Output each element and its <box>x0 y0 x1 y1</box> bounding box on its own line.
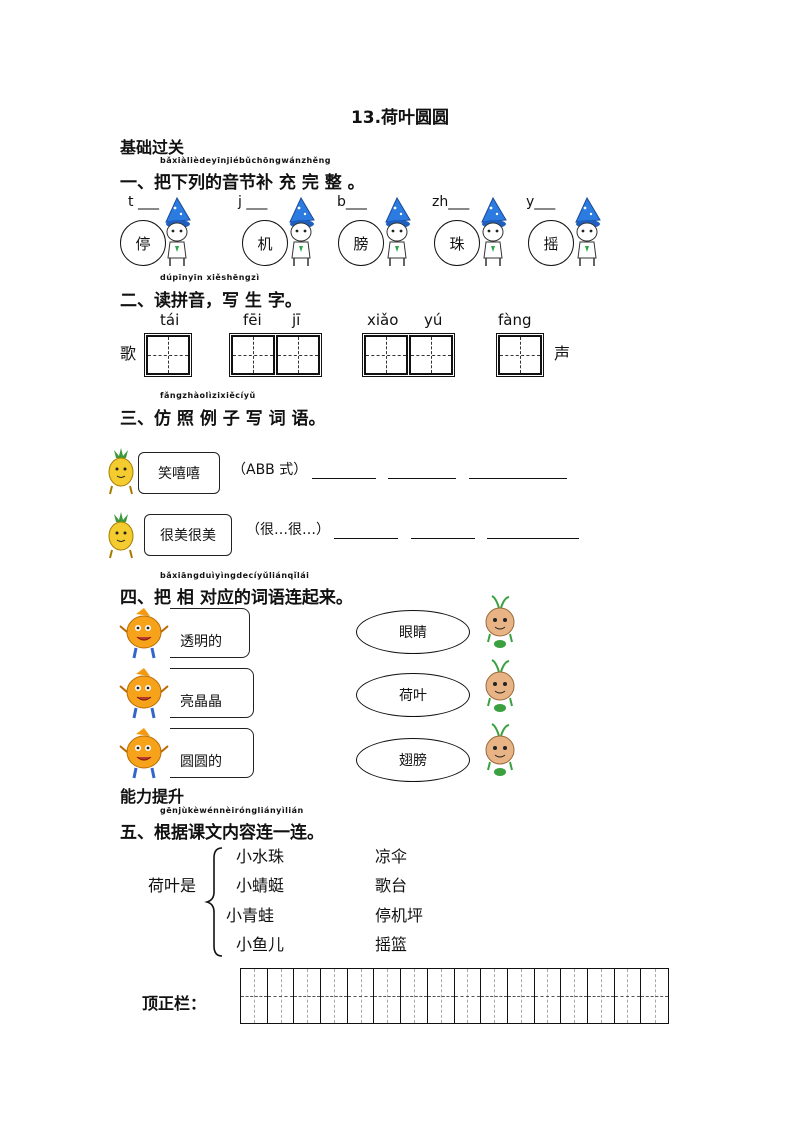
q1-blank: t ___ <box>128 194 159 210</box>
section-basic: 基础过关 <box>120 138 185 157</box>
match-right-ellipse[interactable]: 翅膀 <box>356 738 470 782</box>
q4-pinyin: bǎxiāngduìyìngdecíyǔliánqǐlái <box>160 571 310 580</box>
match-left-box[interactable]: 圆圆的 <box>170 728 254 778</box>
wizard-mascot-icon <box>284 196 318 268</box>
q2-pinyin-word: jī <box>292 311 301 329</box>
tian-grid[interactable] <box>229 333 322 377</box>
wizard-mascot-icon <box>160 196 194 268</box>
q5-right-item[interactable]: 歌台 <box>375 876 408 895</box>
q2-prefix: 歌 <box>120 344 137 363</box>
q3-answer-line: （ABB 式） <box>232 459 567 479</box>
q5-heading: 五、根据课文内容连一连。 <box>120 823 324 843</box>
brace-icon <box>204 847 223 957</box>
match-right-ellipse[interactable]: 荷叶 <box>356 673 470 717</box>
q5-right-item[interactable]: 凉伞 <box>375 847 408 866</box>
q1-items: t ___ 停 j ___ 机 b___ 膀 zh___ 珠 y___ 摇 <box>0 190 800 270</box>
match-left-box[interactable]: 亮晶晶 <box>170 668 254 718</box>
pineapple-mascot-icon <box>104 448 138 496</box>
onion-mascot-icon <box>482 722 518 778</box>
q5-left-item[interactable]: 小蜻蜓 <box>236 876 285 895</box>
pattern-label: （很…很…） <box>246 522 330 538</box>
q2-pinyin: dúpīnyīn xiěshēngzì <box>160 273 260 282</box>
q1-blank: y___ <box>526 194 556 210</box>
answer-blank[interactable] <box>311 464 376 479</box>
q1-char-circle: 摇 <box>528 220 574 266</box>
q1-char-circle: 珠 <box>434 220 480 266</box>
q5-right-item[interactable]: 摇篮 <box>375 935 408 954</box>
writing-grid[interactable] <box>240 968 669 1024</box>
answer-blank[interactable] <box>410 524 475 539</box>
answer-blank[interactable] <box>487 524 580 539</box>
answer-blank[interactable] <box>388 464 457 479</box>
q3-pinyin: fǎngzhàolìzixiěcíyǔ <box>160 391 256 400</box>
q5-lead: 荷叶是 <box>148 876 197 895</box>
q5-right-item[interactable]: 停机坪 <box>375 906 424 925</box>
q1-char-circle: 膀 <box>338 220 384 266</box>
answer-blank[interactable] <box>334 524 399 539</box>
onion-mascot-icon <box>482 594 518 650</box>
q2-heading: 二、读拼音，写 生 字。 <box>120 291 302 311</box>
wizard-mascot-icon <box>570 196 604 268</box>
q3-heading: 三、仿 照 例 子 写 词 语。 <box>120 409 326 429</box>
match-right-ellipse[interactable]: 眼睛 <box>356 610 470 654</box>
onion-mascot-icon <box>482 658 518 714</box>
tian-grid[interactable] <box>496 333 544 377</box>
q3-answer-line: （很…很…） <box>246 519 580 539</box>
wizard-mascot-icon <box>380 196 414 268</box>
q5-pinyin: gēnjùkèwénnèiróngliányìlián <box>160 806 304 815</box>
pineapple-mascot-icon <box>104 512 138 560</box>
q1-blank: zh___ <box>432 194 470 210</box>
q1-char-circle: 机 <box>242 220 288 266</box>
q2-pinyin-word: tái <box>160 311 180 329</box>
wizard-mascot-icon <box>476 196 510 268</box>
orange-mascot-icon <box>118 666 170 722</box>
q2-pinyin-word: xiǎo <box>367 311 399 329</box>
pattern-label: （ABB 式） <box>232 462 308 478</box>
answer-blank[interactable] <box>468 464 567 479</box>
example-word-box: 很美很美 <box>144 514 232 556</box>
q4-heading: 四、把 相 对应的词语连起来。 <box>120 588 353 608</box>
q2-suffix: 声 <box>554 344 571 363</box>
example-word-box: 笑嘻嘻 <box>138 452 220 494</box>
q5-left-item[interactable]: 小水珠 <box>236 847 285 866</box>
q1-blank: j ___ <box>238 194 268 210</box>
q1-char-circle: 停 <box>120 220 166 266</box>
q2-pinyin-word: fàng <box>498 311 532 329</box>
footer-label: 顶正栏： <box>142 994 207 1013</box>
tian-grid[interactable] <box>144 333 192 377</box>
section-advanced: 能力提升 <box>120 787 185 806</box>
q5-left-item[interactable]: 小鱼儿 <box>236 935 285 954</box>
q2-pinyin-word: fēi <box>243 311 262 329</box>
page-title: 13.荷叶圆圆 <box>350 108 450 128</box>
orange-mascot-icon <box>118 606 170 662</box>
tian-grid[interactable] <box>362 333 455 377</box>
q1-blank: b___ <box>337 194 367 210</box>
orange-mascot-icon <box>118 726 170 782</box>
match-left-box[interactable]: 透明的 <box>170 608 250 658</box>
q1-pinyin: bǎxiàlièdeyīnjiébǔchōngwánzhěng <box>160 156 332 165</box>
q1-heading: 一、把下列的音节补 充 完 整 。 <box>120 173 365 193</box>
q5-left-item[interactable]: 小青蛙 <box>226 906 275 925</box>
q2-pinyin-word: yú <box>424 311 443 329</box>
